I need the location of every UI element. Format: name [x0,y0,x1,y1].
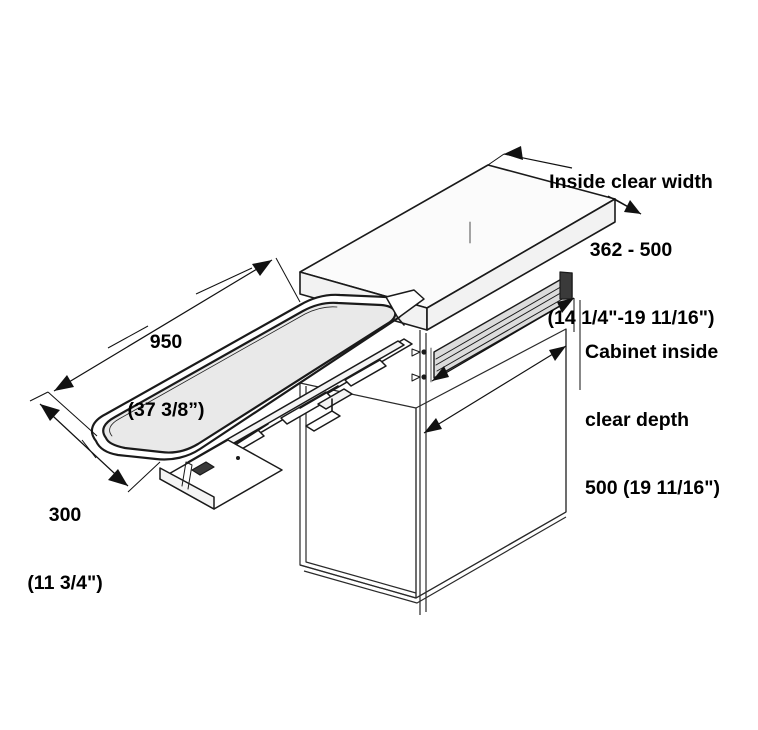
board-width-imperial: (11 3/4") [27,572,103,595]
board-front-tip [385,289,425,326]
label-board-width: 300 (11 3/4") [2,459,128,640]
label-cabinet-inside-clear-depth: Cabinet inside clear depth 500 (19 11/16… [585,296,757,545]
dimension-cabinet-depth [423,297,581,434]
inside-clear-width-metric: 362 - 500 [589,239,673,262]
cabinet-depth-value: 500 (19 11/16") [585,476,721,499]
cabinet-depth-title-line1: Cabinet inside [585,341,719,364]
cabinet-depth-title-line2: clear depth [585,409,690,432]
dimension-board-width [29,391,161,493]
dimension-inside-clear-width [487,146,642,215]
board-length-imperial: (37 3/8”) [127,399,205,422]
label-board-length: 950 (37 3/8”) [96,286,236,467]
board-length-metric: 950 [149,331,183,354]
inside-clear-width-imperial: (14 1/4"-19 11/16") [547,306,715,329]
label-inside-clear-width: Inside clear width 362 - 500 (14 1/4"-19… [508,126,754,375]
dimension-board-length [47,257,301,437]
inside-clear-width-title: Inside clear width [549,171,713,194]
support-mechanism [159,338,413,510]
board-width-metric: 300 [48,504,82,527]
